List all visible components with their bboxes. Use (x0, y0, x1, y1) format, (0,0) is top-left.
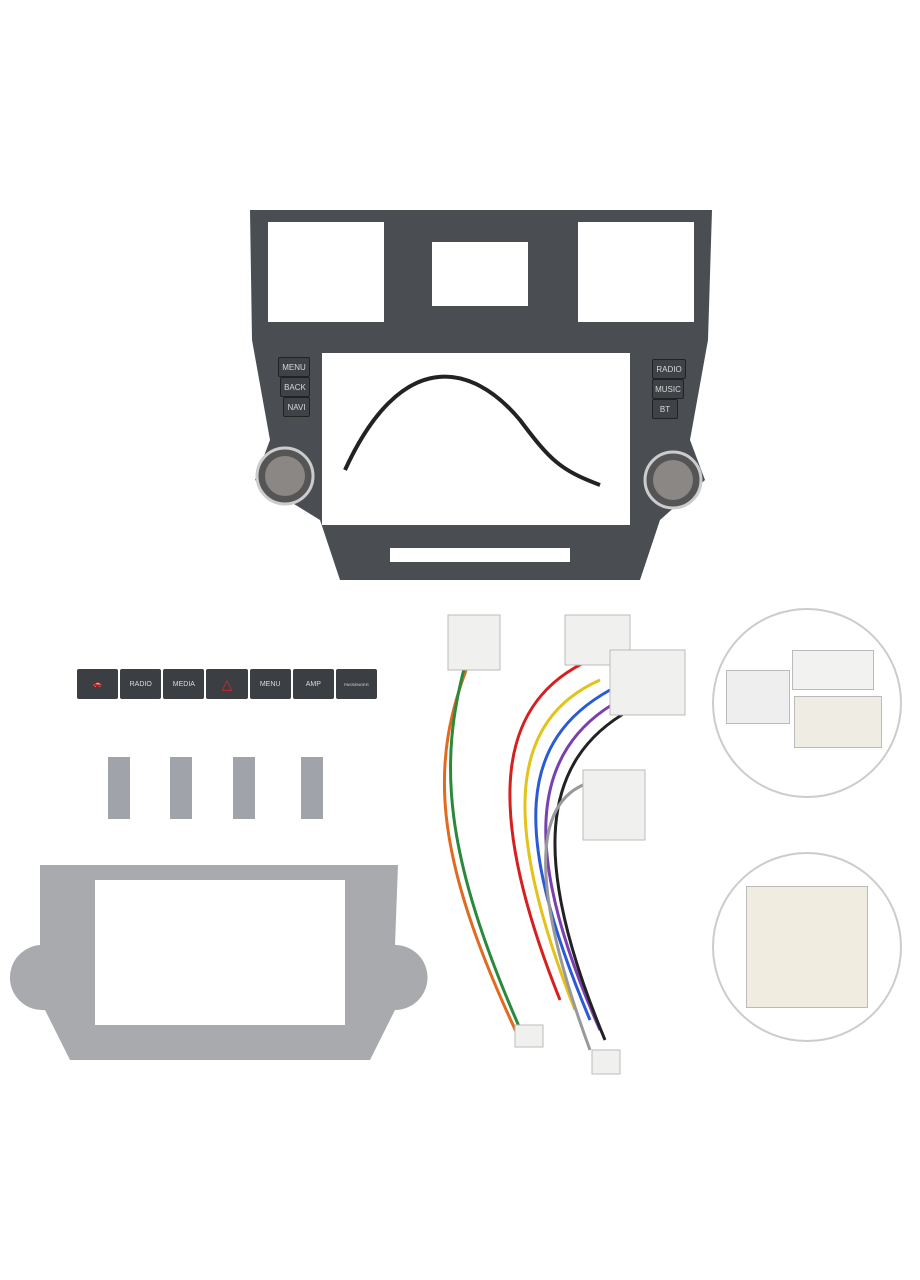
dash-fascia (250, 210, 712, 580)
mounting-clips (108, 757, 323, 819)
connector-detail-circle-1 (712, 608, 902, 798)
strip-menu-button[interactable]: MENU (249, 669, 291, 699)
fascia-radio-button[interactable]: RADIO (652, 359, 686, 379)
car-icon[interactable]: 🚗 (77, 669, 119, 699)
fascia-bt-button[interactable]: BT (652, 399, 678, 419)
strip-amp-button[interactable]: AMP (292, 669, 334, 699)
fascia-menu-button[interactable]: MENU (278, 357, 310, 377)
wiring-harness (442, 658, 631, 1051)
fascia-back-button[interactable]: BACK (280, 377, 310, 397)
connectors (447, 614, 686, 1075)
fascia-navi-button[interactable]: NAVI (283, 397, 310, 417)
strip-media-button[interactable]: MEDIA (163, 669, 205, 699)
button-strip: 🚗 RADIO MEDIA △ MENU AMP PASSENGER (77, 669, 377, 699)
strip-radio-button[interactable]: RADIO (120, 669, 162, 699)
mounting-bracket (9, 865, 428, 1060)
hazard-icon[interactable]: △ (206, 669, 248, 699)
fascia-music-button[interactable]: MUSIC (652, 379, 684, 399)
connector-detail-circle-2 (712, 852, 902, 1042)
strip-passenger-button[interactable]: PASSENGER (335, 669, 377, 699)
